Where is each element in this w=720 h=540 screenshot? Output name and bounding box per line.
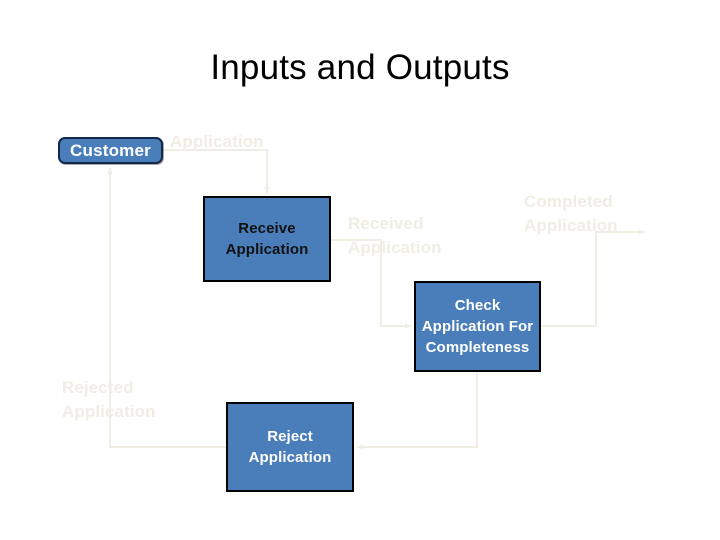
entity-customer[interactable]: Customer (58, 137, 163, 164)
flow-label-application: Application (170, 132, 264, 151)
flow-arrow-rejected-application (107, 167, 226, 448)
page-title: Inputs and Outputs (210, 48, 510, 87)
flow-label-received-application: Received Application (348, 214, 442, 257)
flow-arrow-check-to-reject (356, 372, 478, 450)
flow-arrow-received-application (331, 239, 412, 329)
process-receive-application[interactable]: Receive Application (203, 196, 331, 282)
flow-label-completed-application: Completed Application (524, 192, 618, 235)
flow-label-rejected-application: Rejected Application (62, 378, 156, 421)
flow-arrow-application (163, 149, 270, 194)
process-check-application-for-completeness[interactable]: Check Application For Completeness (414, 281, 541, 372)
process-reject-application[interactable]: Reject Application (226, 402, 354, 492)
flow-arrow-completed-application (541, 229, 646, 327)
